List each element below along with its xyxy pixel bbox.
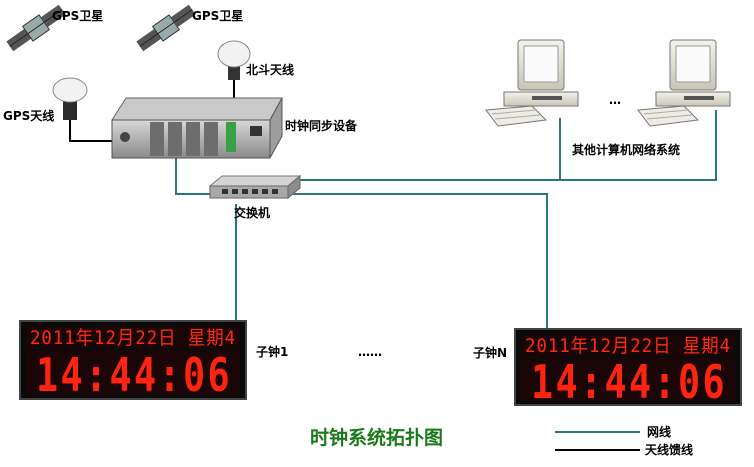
clock-1-time: 14:44:06 — [36, 348, 232, 402]
switch-to-clockn-line — [276, 193, 548, 330]
legend-network-label: 网线 — [647, 424, 671, 439]
sub-clock-1-label: 子钟1 — [256, 344, 288, 359]
device-to-switch-line — [175, 157, 212, 195]
gps-satellite-1-label: GPS卫星 — [52, 9, 103, 23]
beidou-antenna-icon — [217, 40, 251, 80]
beidou-antenna-label: 北斗天线 — [246, 62, 294, 77]
legend-feed-label: 天线馈线 — [645, 442, 693, 457]
clock-1-date: 2011年12月22日 星期4 — [30, 327, 236, 349]
diagram-title: 时钟系统拓扑图 — [310, 426, 443, 449]
gps-antenna-feed-line — [69, 120, 112, 142]
computer-2-icon — [637, 39, 731, 127]
clock-n-time: 14:44:06 — [531, 355, 727, 409]
other-networks-label: 其他计算机网络系统 — [572, 142, 680, 157]
sub-clock-n: 2011年12月22日 星期4 14:44:06 — [514, 328, 742, 409]
clock-ellipsis: …… — [358, 345, 382, 359]
network-lines — [175, 110, 717, 330]
gps-satellite-1-icon — [6, 4, 66, 52]
switch-icon — [208, 174, 302, 200]
switch-to-network-line — [298, 110, 717, 181]
sub-clock-n-label: 子钟N — [473, 345, 507, 360]
gps-antenna-label: GPS天线 — [3, 108, 54, 123]
sub-clock-1: 2011年12月22日 星期4 14:44:06 — [19, 320, 247, 402]
gps-satellite-2-icon — [136, 4, 196, 52]
switch-label: 交换机 — [234, 205, 270, 220]
gps-antenna-icon — [52, 77, 88, 120]
gps-satellite-2-label: GPS卫星 — [192, 9, 243, 23]
clock-sync-device-icon — [111, 97, 283, 159]
clock-sync-device-label: 时钟同步设备 — [285, 118, 358, 133]
legend: 网线 天线馈线 — [555, 424, 693, 457]
computer-1-icon — [485, 39, 579, 127]
computer-ellipsis: … — [609, 93, 621, 107]
clock-n-date: 2011年12月22日 星期4 — [525, 335, 731, 357]
feed-lines — [69, 78, 235, 142]
